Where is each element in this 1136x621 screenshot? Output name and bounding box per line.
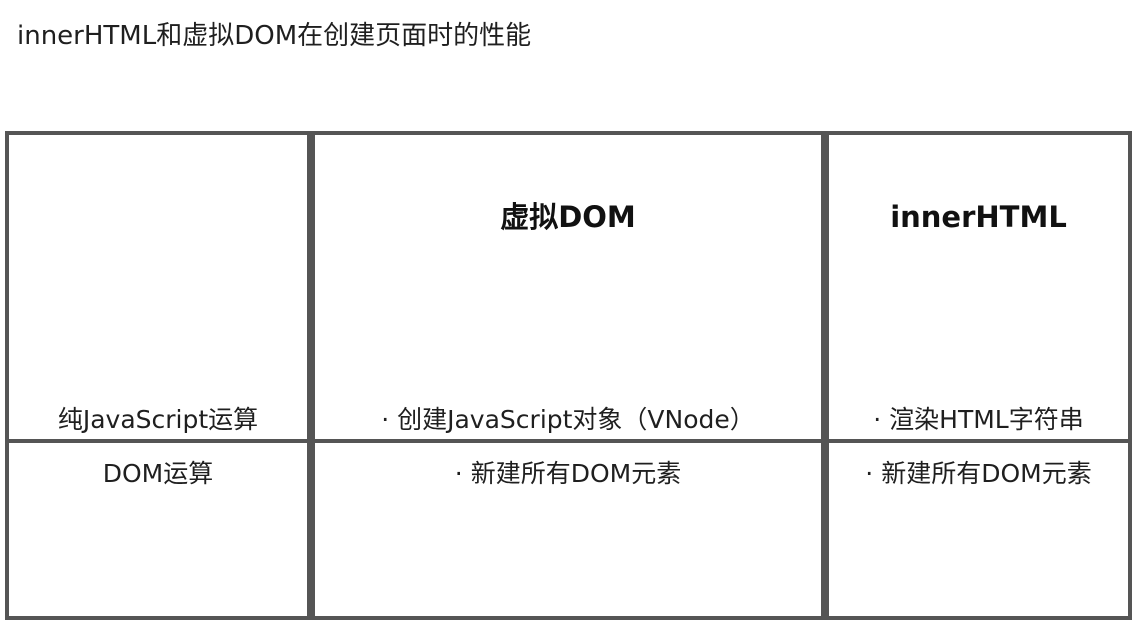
row-label-cell-dom: DOM运算 xyxy=(5,439,311,620)
page-title: innerHTML和虚拟DOM在创建页面时的性能 xyxy=(17,21,532,51)
innerhtml-dom-cell: · 新建所有DOM元素 xyxy=(825,439,1132,620)
virtual-dom-dom-text: · 新建所有DOM元素 xyxy=(454,459,682,488)
column-header-virtual-dom: 虚拟DOM xyxy=(500,200,636,234)
innerhtml-dom-text: · 新建所有DOM元素 xyxy=(865,459,1092,488)
row-label-cell-javascript: 纯JavaScript运算 xyxy=(5,131,311,443)
innerhtml-javascript-cell: innerHTML · 渲染HTML字符串 xyxy=(825,131,1132,443)
row-label-dom: DOM运算 xyxy=(102,459,214,488)
virtual-dom-javascript-cell: 虚拟DOM · 创建JavaScript对象（VNode） xyxy=(311,131,825,443)
virtual-dom-javascript-text: · 创建JavaScript对象（VNode） xyxy=(381,405,755,434)
innerhtml-javascript-text: · 渲染HTML字符串 xyxy=(873,405,1084,434)
comparison-table: 纯JavaScript运算 虚拟DOM · 创建JavaScript对象（VNo… xyxy=(5,131,1132,620)
row-label-javascript: 纯JavaScript运算 xyxy=(57,405,259,434)
column-header-innerhtml: innerHTML xyxy=(890,200,1067,234)
virtual-dom-dom-cell: · 新建所有DOM元素 xyxy=(311,439,825,620)
